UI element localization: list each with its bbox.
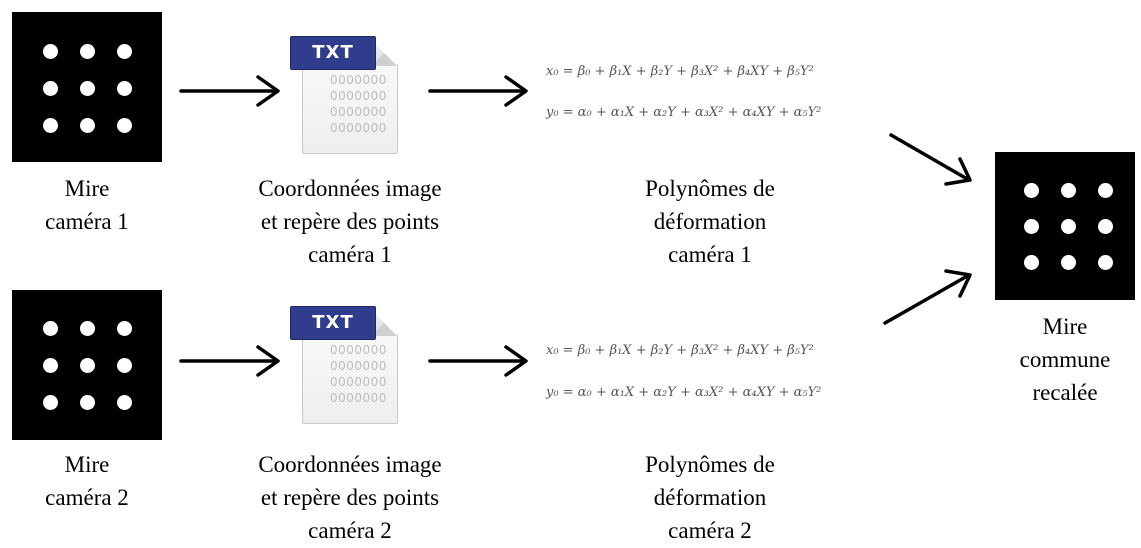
target-dot bbox=[1061, 219, 1076, 234]
target-dot bbox=[43, 358, 58, 373]
target-dot bbox=[117, 118, 132, 133]
target-dot bbox=[117, 358, 132, 373]
mire-caption-2: Mire caméra 2 bbox=[45, 452, 129, 510]
target-dot bbox=[43, 118, 58, 133]
equation-x-2: x₀ = β₀ + β₁X + β₂Y + β₃X² + β₄XY + β₅Y² bbox=[546, 343, 814, 358]
equation-y-2: y₀ = α₀ + α₁X + α₂Y + α₃X² + α₄XY + α₅Y² bbox=[546, 385, 822, 400]
target-dot bbox=[1061, 255, 1076, 270]
target-dot bbox=[117, 395, 132, 410]
target-dot bbox=[43, 81, 58, 96]
target-dot bbox=[117, 81, 132, 96]
target-dot bbox=[43, 44, 58, 59]
target-dot bbox=[80, 358, 95, 373]
target-dot bbox=[80, 118, 95, 133]
file-caption-1: Coordonnées image et repère des points c… bbox=[258, 176, 442, 267]
target-dot bbox=[1024, 183, 1039, 198]
target-dot bbox=[43, 321, 58, 336]
txt-badge: TXT bbox=[290, 36, 376, 70]
mire-commune-recalee bbox=[995, 152, 1135, 300]
target-dot bbox=[80, 44, 95, 59]
txt-file-icon-1: 0000000 0000000 0000000 0000000 TXT bbox=[286, 36, 408, 154]
target-dot bbox=[43, 395, 58, 410]
mire-camera-1 bbox=[12, 12, 162, 162]
target-dot bbox=[117, 321, 132, 336]
target-dot bbox=[1098, 255, 1113, 270]
poly-caption-1: Polynômes de déformation caméra 1 bbox=[645, 176, 775, 267]
arrow-mire2-to-file2 bbox=[179, 345, 280, 377]
file-digits: 0000000 0000000 0000000 0000000 bbox=[330, 73, 387, 135]
equation-y-1: y₀ = α₀ + α₁X + α₂Y + α₃X² + α₄XY + α₅Y² bbox=[546, 105, 822, 120]
target-dot bbox=[80, 321, 95, 336]
arrow-file1-to-poly1 bbox=[428, 75, 528, 107]
txt-badge: TXT bbox=[290, 306, 376, 340]
target-dot bbox=[1024, 255, 1039, 270]
target-dot bbox=[80, 81, 95, 96]
target-dot bbox=[1061, 183, 1076, 198]
file-caption-2: Coordonnées image et repère des points c… bbox=[258, 452, 442, 543]
target-dot bbox=[80, 395, 95, 410]
result-caption: Mire commune recalée bbox=[1019, 314, 1111, 405]
arrow-poly2-to-result bbox=[883, 269, 972, 325]
equation-x-1: x₀ = β₀ + β₁X + β₂Y + β₃X² + β₄XY + β₅Y² bbox=[546, 64, 814, 79]
txt-file-icon-2: 0000000 0000000 0000000 0000000 TXT bbox=[286, 306, 408, 424]
file-digits: 0000000 0000000 0000000 0000000 bbox=[330, 343, 387, 405]
arrow-mire1-to-file1 bbox=[179, 75, 280, 107]
target-dot bbox=[1024, 219, 1039, 234]
target-dot bbox=[1098, 183, 1113, 198]
mire-caption-1: Mire caméra 1 bbox=[45, 176, 129, 234]
target-dot bbox=[117, 44, 132, 59]
target-dot bbox=[1098, 219, 1113, 234]
poly-caption-2: Polynômes de déformation caméra 2 bbox=[645, 452, 775, 543]
arrow-file2-to-poly2 bbox=[428, 345, 528, 377]
arrow-poly1-to-result bbox=[889, 133, 972, 186]
mire-camera-2 bbox=[12, 290, 162, 440]
